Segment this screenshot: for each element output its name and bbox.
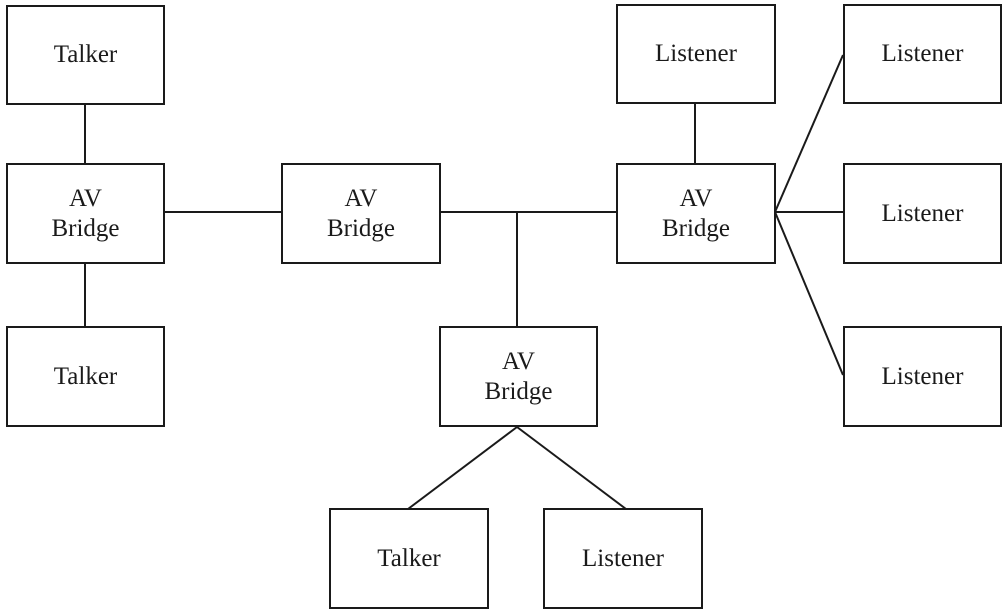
av-label: AV — [344, 184, 378, 212]
bridge-label: Bridge — [51, 214, 120, 242]
av-label: AV — [679, 184, 713, 212]
bridge-label: Bridge — [326, 214, 396, 242]
talker-label: Talker — [377, 544, 441, 572]
listener-label: Listener — [881, 40, 964, 67]
listener-node-right-1: Listener — [843, 4, 1002, 104]
listener-label: Listener — [582, 544, 664, 572]
link-bridge-lower-to-talker-bottom — [407, 426, 518, 510]
av-bridge-node-right: AV Bridge — [616, 163, 776, 264]
listener-node-right-2: Listener — [843, 163, 1002, 264]
av-label: AV — [502, 347, 535, 375]
listener-label: Listener — [881, 199, 964, 227]
listener-node-bottom: Listener — [543, 508, 703, 609]
listener-node-right-3: Listener — [843, 326, 1002, 427]
bridge-label: Bridge — [484, 377, 553, 405]
listener-label: Listener — [881, 362, 964, 390]
listener-node-top: Listener — [616, 4, 776, 104]
talker-label: Talker — [53, 41, 118, 68]
listener-label: Listener — [655, 40, 737, 67]
talker-label: Talker — [53, 362, 118, 390]
link-bridge-lower-to-listener-bottom — [516, 426, 627, 510]
talker-node-bottom: Talker — [329, 508, 489, 609]
link-bridge-right-to-listener-right-1 — [774, 54, 844, 213]
talker-node-top-left: Talker — [6, 5, 165, 105]
av-label: AV — [69, 184, 102, 212]
av-bridge-node-lower: AV Bridge — [439, 326, 598, 427]
link-bridge-right-to-listener-right-3 — [774, 211, 844, 376]
bridge-label: Bridge — [661, 214, 731, 242]
talker-node-bottom-left: Talker — [6, 326, 165, 427]
av-bridge-node-center: AV Bridge — [281, 163, 441, 264]
av-bridge-node-left: AV Bridge — [6, 163, 165, 264]
